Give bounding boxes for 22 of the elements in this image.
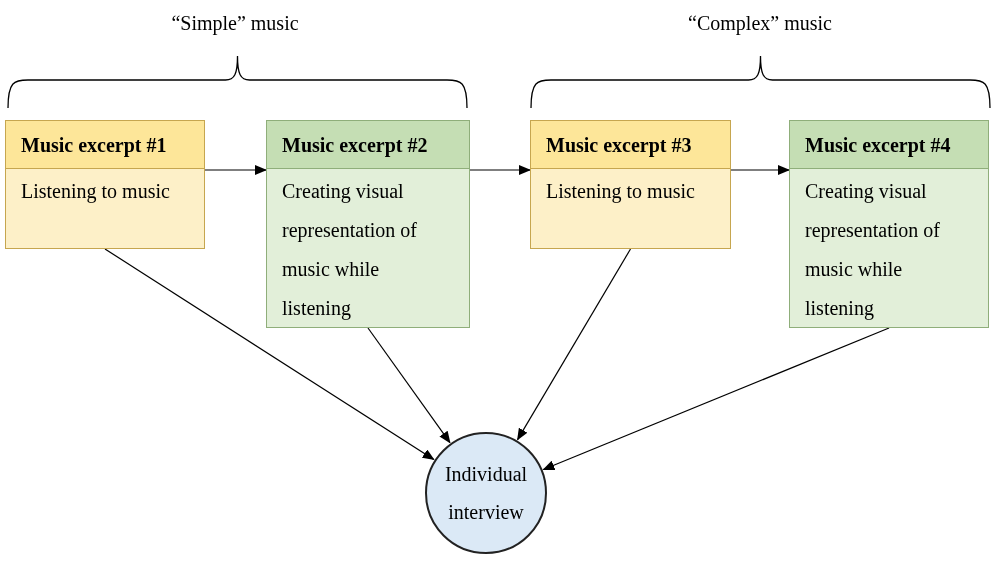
excerpt-box [530,120,731,249]
node-text: Individual interview [443,462,529,525]
arrow [104,248,435,461]
arrow [204,165,267,175]
arrow [469,165,531,175]
arrow [730,165,790,175]
excerpt-box [5,120,205,249]
box-description: Listening to music [545,179,696,205]
arrow [517,248,632,441]
group-label: “Simple” music [171,12,299,34]
box-header: Music excerpt #1 [6,121,204,169]
box-header: Music excerpt #2 [267,121,469,169]
box-description: Creating visual representation of music while listening [281,179,418,322]
excerpt-box [789,120,989,328]
box-header: Music excerpt #4 [790,121,988,169]
box-description: Creating visual representation of music while listening [804,179,941,322]
excerpt-box [266,120,470,328]
box-description: Listening to music [20,179,171,205]
arrow [542,327,890,471]
box-header: Music excerpt #3 [531,121,730,169]
arrow [367,327,451,444]
group-label: “Complex” music [688,12,832,34]
